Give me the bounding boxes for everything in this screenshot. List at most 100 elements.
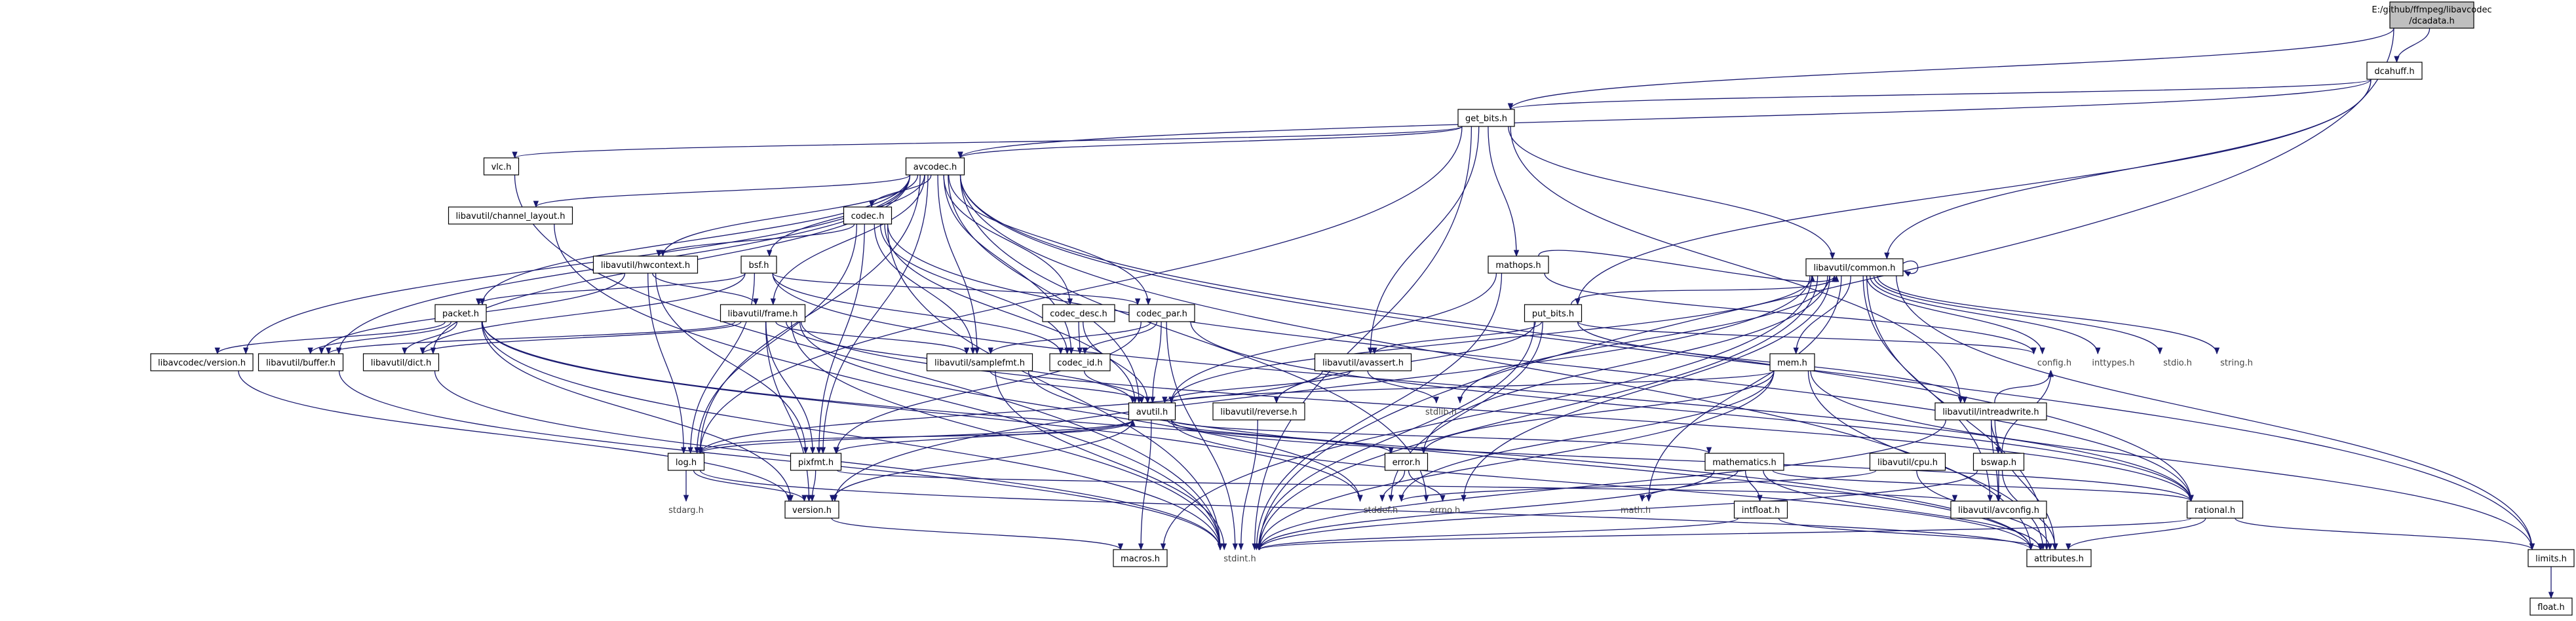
node-stdlib[interactable]: stdlib.h — [1418, 403, 1464, 420]
edge-codec-to-stdint — [887, 223, 1223, 551]
node-avconfig[interactable]: libavutil/avconfig.h — [1950, 500, 2047, 519]
node-box — [483, 157, 520, 176]
node-box — [1128, 402, 1176, 421]
edge-mathematics-to-stdint — [1256, 470, 1715, 551]
edge-avassert-to-log — [697, 370, 1323, 455]
node-stddef[interactable]: stddef.h — [1356, 501, 1406, 518]
edge-get-bits-to-stdint — [1252, 126, 1472, 551]
node-dict[interactable]: libavutil/dict.h — [362, 353, 440, 371]
edge-avcodec-to-rational — [959, 174, 2194, 502]
node-stdint[interactable]: stdint.h — [1216, 550, 1263, 567]
node-hwcontext[interactable]: libavutil/hwcontext.h — [592, 255, 699, 274]
node-label: stdio.h — [2163, 358, 2192, 368]
edge-mathops-to-avutil — [1168, 273, 1497, 404]
edge-frame-to-pixfmt — [765, 321, 816, 455]
node-mathematics[interactable]: mathematics.h — [1704, 453, 1784, 471]
node-box — [2366, 62, 2423, 80]
node-box — [1950, 500, 2047, 519]
edge-avcodec-to-pixfmt — [820, 174, 929, 455]
node-version[interactable]: version.h — [784, 500, 839, 519]
node-label: stdlib.h — [1425, 407, 1457, 417]
node-error[interactable]: error.h — [1384, 453, 1429, 471]
node-box — [1733, 500, 1788, 519]
node-dcahuff[interactable]: dcahuff.h — [2366, 62, 2423, 80]
edge-common-to-stdint — [1256, 275, 1818, 551]
edge-packet-to-buffer — [307, 321, 452, 355]
edge-codec-desc-to-codec-id — [1077, 321, 1083, 355]
node-string[interactable]: string.h — [2213, 354, 2260, 371]
edge-codec-to-avutil — [884, 223, 1138, 404]
node-box — [784, 500, 839, 519]
node-samplefmt[interactable]: libavutil/samplefmt.h — [926, 353, 1033, 371]
node-avassert[interactable]: libavutil/avassert.h — [1314, 353, 1412, 371]
node-codec-par[interactable]: codec_par.h — [1128, 304, 1195, 322]
node-mem[interactable]: mem.h — [1769, 353, 1815, 371]
node-inttypes[interactable]: inttypes.h — [2085, 354, 2142, 371]
node-bsf[interactable]: bsf.h — [740, 255, 777, 274]
edge-intreadwrite-to-config — [1994, 369, 2054, 404]
node-avcodec-version[interactable]: libavcodec/version.h — [150, 353, 254, 371]
node-box — [740, 255, 777, 274]
node-box — [1805, 258, 1904, 276]
node-errno[interactable]: errno.h — [1423, 501, 1468, 518]
node-put-bits[interactable]: put_bits.h — [1524, 304, 1583, 322]
edge-packet-to-attributes — [482, 321, 2034, 551]
node-box — [1457, 109, 1515, 127]
edges-layer — [214, 28, 2554, 599]
edge-version-to-macros — [831, 518, 1123, 551]
node-math[interactable]: math.h — [1613, 501, 1659, 518]
node-log[interactable]: log.h — [667, 453, 705, 471]
edge-avcodec-to-limits — [959, 174, 2535, 551]
node-box — [1212, 402, 1305, 421]
node-avutil[interactable]: avutil.h — [1128, 402, 1176, 421]
node-label: codec.h — [851, 212, 885, 221]
node-box — [1869, 453, 1946, 471]
edge-avcodec-to-frame — [770, 174, 925, 306]
node-packet[interactable]: packet.h — [434, 304, 487, 322]
node-common[interactable]: libavutil/common.h — [1805, 258, 1904, 276]
node-avcodec[interactable]: avcodec.h — [905, 157, 965, 176]
node-intfloat[interactable]: intfloat.h — [1733, 500, 1788, 519]
node-limits[interactable]: limits.h — [2528, 549, 2575, 567]
node-label: version.h — [792, 506, 832, 516]
node-codec-desc[interactable]: codec_desc.h — [1042, 304, 1115, 322]
edge-frame-to-samplefmt — [775, 321, 970, 355]
node-get-bits[interactable]: get_bits.h — [1457, 109, 1515, 127]
node-box — [448, 206, 573, 225]
node-reverse[interactable]: libavutil/reverse.h — [1212, 402, 1305, 421]
node-config[interactable]: config.h — [2030, 354, 2079, 371]
edge-avutil-to-macros — [1138, 419, 1152, 551]
node-buffer[interactable]: libavutil/buffer.h — [258, 353, 344, 371]
node-vlc[interactable]: vlc.h — [483, 157, 520, 176]
node-root-dcadata-h[interactable]: E:/github/ffmpeg/libavcodec /dcadata.h — [2372, 1, 2492, 29]
node-rational[interactable]: rational.h — [2186, 500, 2244, 519]
node-bswap[interactable]: bswap.h — [1972, 453, 2025, 471]
node-label: config.h — [2037, 358, 2071, 368]
edge-common-to-stdlib — [1457, 275, 1830, 404]
node-label: intfloat.h — [1742, 506, 1780, 516]
node-label: limits.h — [2535, 554, 2567, 564]
node-label: codec_id.h — [1057, 358, 1102, 368]
node-box — [2529, 597, 2573, 616]
node-macros[interactable]: macros.h — [1113, 549, 1168, 567]
edge-common-to-string — [1877, 275, 2220, 355]
node-cpu[interactable]: libavutil/cpu.h — [1869, 453, 1946, 471]
node-codec[interactable]: codec.h — [843, 206, 893, 225]
node-float[interactable]: float.h — [2529, 597, 2573, 616]
node-frame[interactable]: libavutil/frame.h — [720, 304, 806, 322]
edge-avcodec-to-attributes — [959, 174, 2034, 551]
node-stdarg[interactable]: stdarg.h — [661, 501, 711, 518]
node-attributes[interactable]: attributes.h — [2026, 549, 2092, 567]
node-mathops[interactable]: mathops.h — [1488, 255, 1549, 274]
node-pixfmt[interactable]: pixfmt.h — [790, 453, 842, 471]
edge-bsf-to-packet — [476, 273, 746, 306]
node-intreadwrite[interactable]: libavutil/intreadwrite.h — [1934, 402, 2047, 421]
node-box — [150, 353, 254, 371]
edge-mathops-to-stdint — [1254, 273, 1503, 551]
edge-hwcontext-to-pixfmt — [655, 273, 809, 455]
node-label: log.h — [676, 458, 697, 468]
node-stdio[interactable]: stdio.h — [2156, 354, 2199, 371]
node-codec-id[interactable]: codec_id.h — [1049, 353, 1111, 371]
node-channel-layout[interactable]: libavutil/channel_layout.h — [448, 206, 573, 225]
edge-codec-id-to-avutil — [1083, 370, 1151, 404]
